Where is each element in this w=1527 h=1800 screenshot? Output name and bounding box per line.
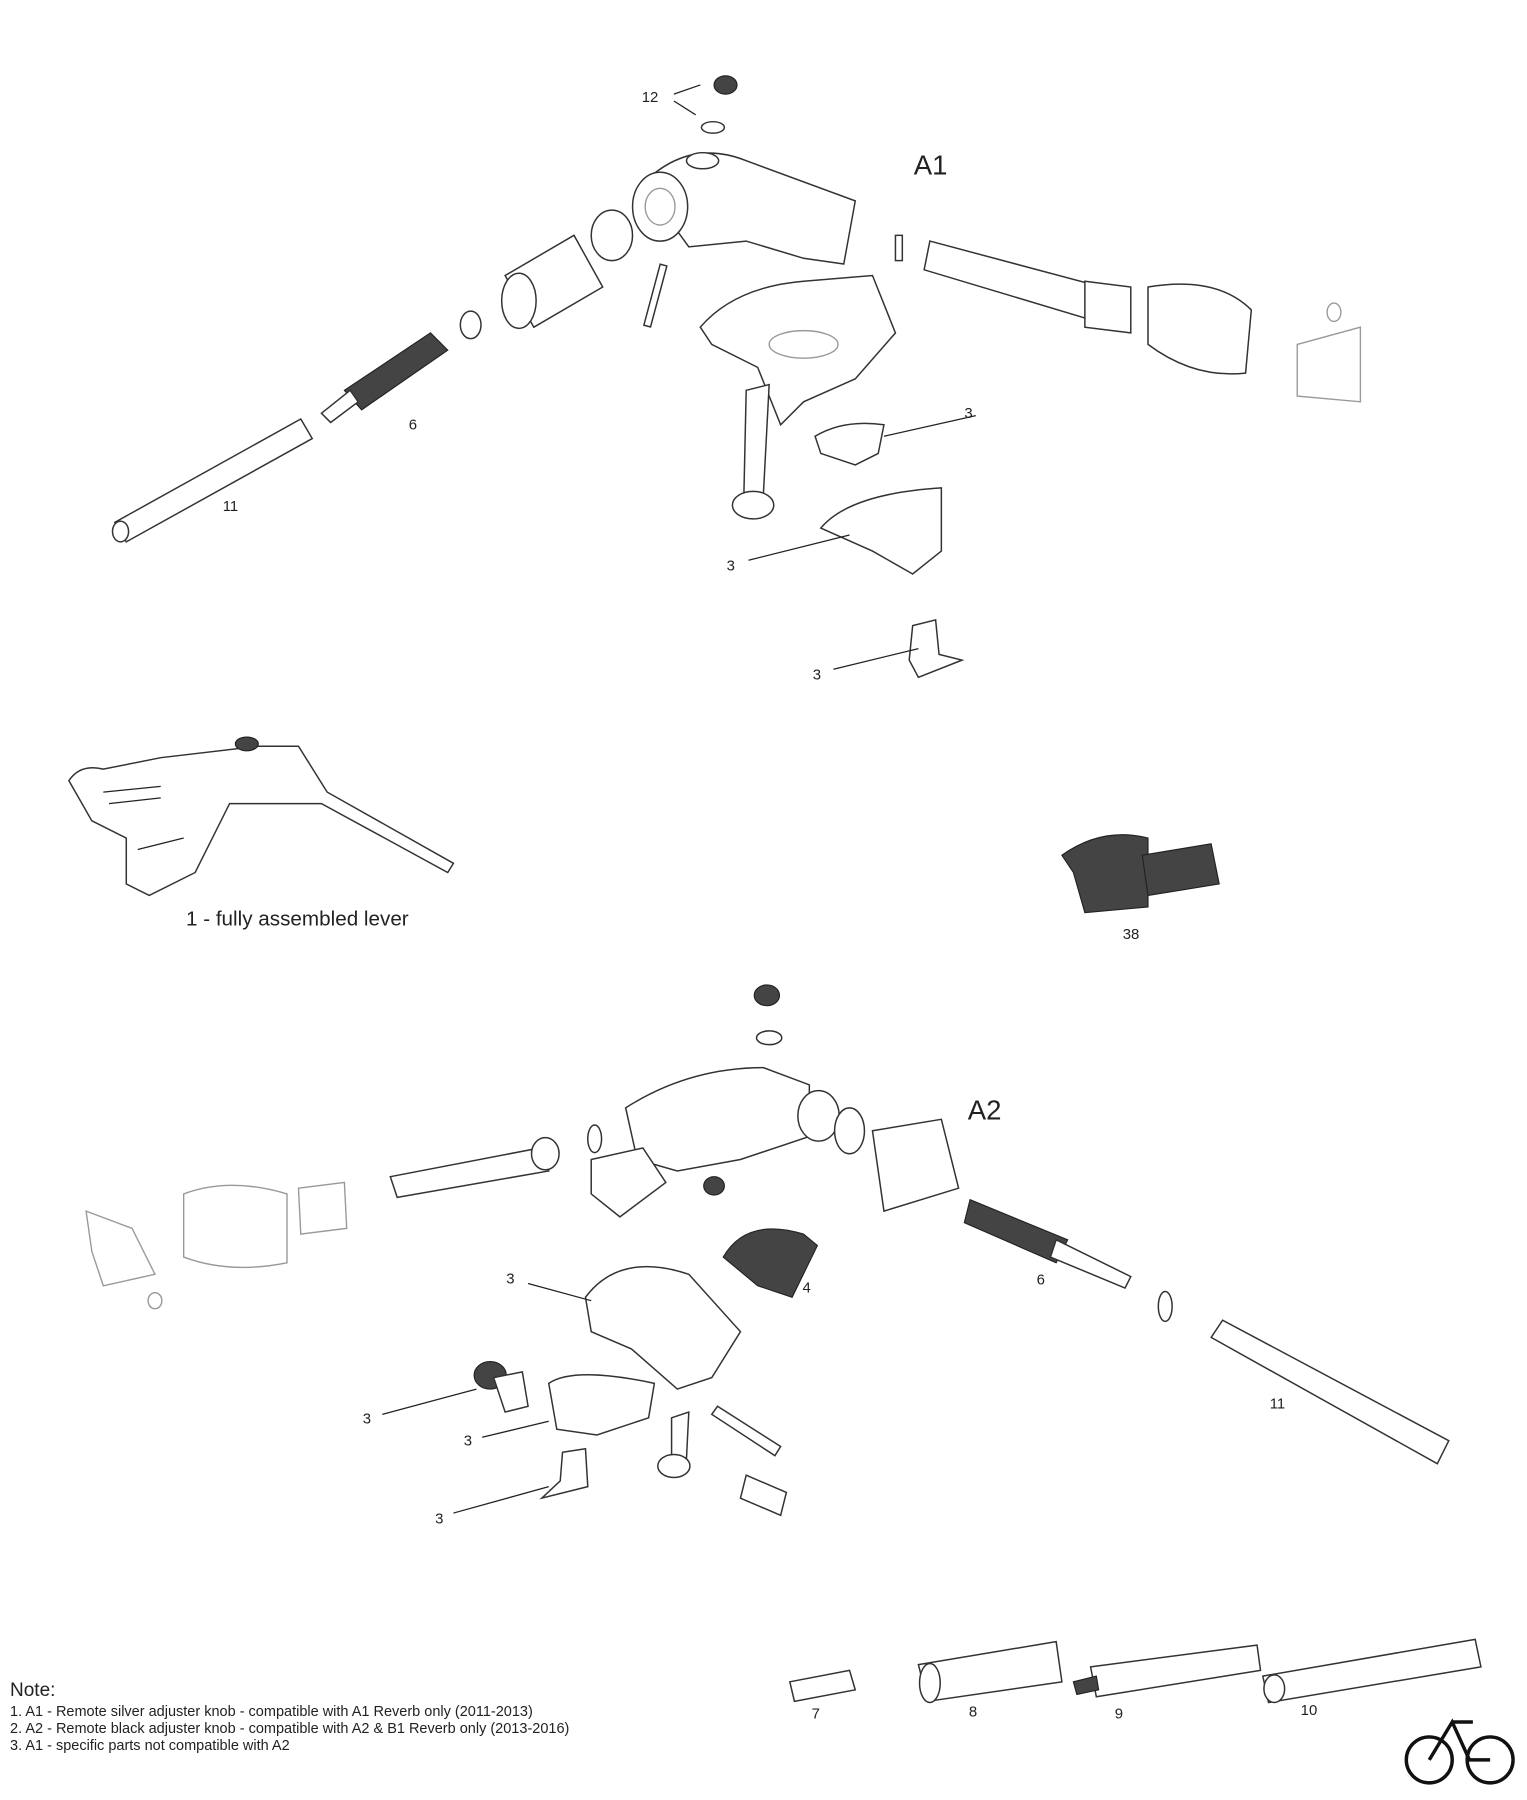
bicycle-logo-icon	[1404, 1718, 1515, 1785]
assembled-lever: 1 - fully assembled lever	[68, 736, 455, 930]
callout-3-a2-b: 3	[363, 1411, 371, 1428]
part-12-screw-and-washer: 12	[642, 75, 738, 134]
a1-assembly: 12 6 11	[111, 75, 1362, 684]
note-line: 3. A1 - specific parts not compatible wi…	[10, 1738, 290, 1754]
part-3-clamp-a2: 3	[506, 1265, 742, 1390]
callout-3-a1-c: 3	[813, 667, 821, 684]
part-4-knob: 4	[722, 1228, 819, 1298]
note-line: 2. A2 - Remote black adjuster knob - com…	[10, 1721, 570, 1737]
part-bolt-and-pins-a2	[657, 1405, 788, 1517]
callout-3-a1-a: 3	[964, 405, 972, 422]
part-lever-body	[590, 151, 897, 427]
callout-38: 38	[1123, 926, 1140, 943]
callout-3-a2-d: 3	[435, 1510, 443, 1527]
callout-10: 10	[1301, 1702, 1318, 1719]
callout-6-a1: 6	[409, 416, 417, 433]
part-3-screw: 3	[813, 618, 965, 684]
callout-3-a2-a: 3	[506, 1270, 514, 1287]
callout-9: 9	[1115, 1706, 1123, 1723]
part-3-paddle-a2: 3	[464, 1374, 656, 1449]
assembled-caption: 1 - fully assembled lever	[186, 907, 409, 930]
callout-3-a1-b: 3	[727, 558, 735, 575]
note-line: 1. A1 - Remote silver adjuster knob - co…	[10, 1704, 533, 1720]
part-3-countersunk-a2: 3	[435, 1447, 589, 1527]
callout-3-a2-c: 3	[464, 1432, 472, 1449]
part-9: 9	[1072, 1644, 1262, 1723]
callout-11-a2: 11	[1270, 1396, 1285, 1413]
part-piston-and-boot	[894, 234, 1362, 403]
bottom-fittings: 7 8 9 10	[788, 1638, 1482, 1723]
part-6-hose-fitting: 6	[320, 332, 449, 433]
a2-assembly: A2 4 6 11 3 3 3	[85, 984, 1450, 1527]
part-3-paddle: 3	[727, 487, 943, 575]
callout-6-a2: 6	[1037, 1272, 1045, 1289]
notes-title: Note:	[10, 1680, 56, 1701]
callout-11-a1: 11	[223, 498, 238, 515]
part-clamp-bolt	[731, 383, 775, 520]
notes-block: Note: 1. A1 - Remote silver adjuster kno…	[10, 1680, 569, 1755]
a2-title: A2	[968, 1094, 1002, 1125]
callout-7: 7	[812, 1706, 820, 1723]
part-3-small-lever: 3	[814, 405, 976, 466]
part-barrel-adjuster	[459, 234, 604, 340]
part-3-screw-a2: 3	[363, 1360, 529, 1428]
part-10: 10	[1261, 1638, 1482, 1719]
part-8: 8	[917, 1640, 1063, 1720]
callout-12: 12	[642, 89, 659, 106]
callout-8: 8	[969, 1703, 977, 1720]
part-38-adjuster-knob: 38	[1061, 834, 1220, 943]
a1-title: A1	[914, 149, 948, 180]
part-7: 7	[788, 1669, 857, 1723]
part-11-hose-a2: 11	[1210, 1319, 1450, 1465]
part-6-hose-fitting-a2: 6	[963, 1198, 1173, 1323]
callout-4: 4	[802, 1280, 810, 1297]
part-11-hose: 11	[111, 418, 314, 543]
